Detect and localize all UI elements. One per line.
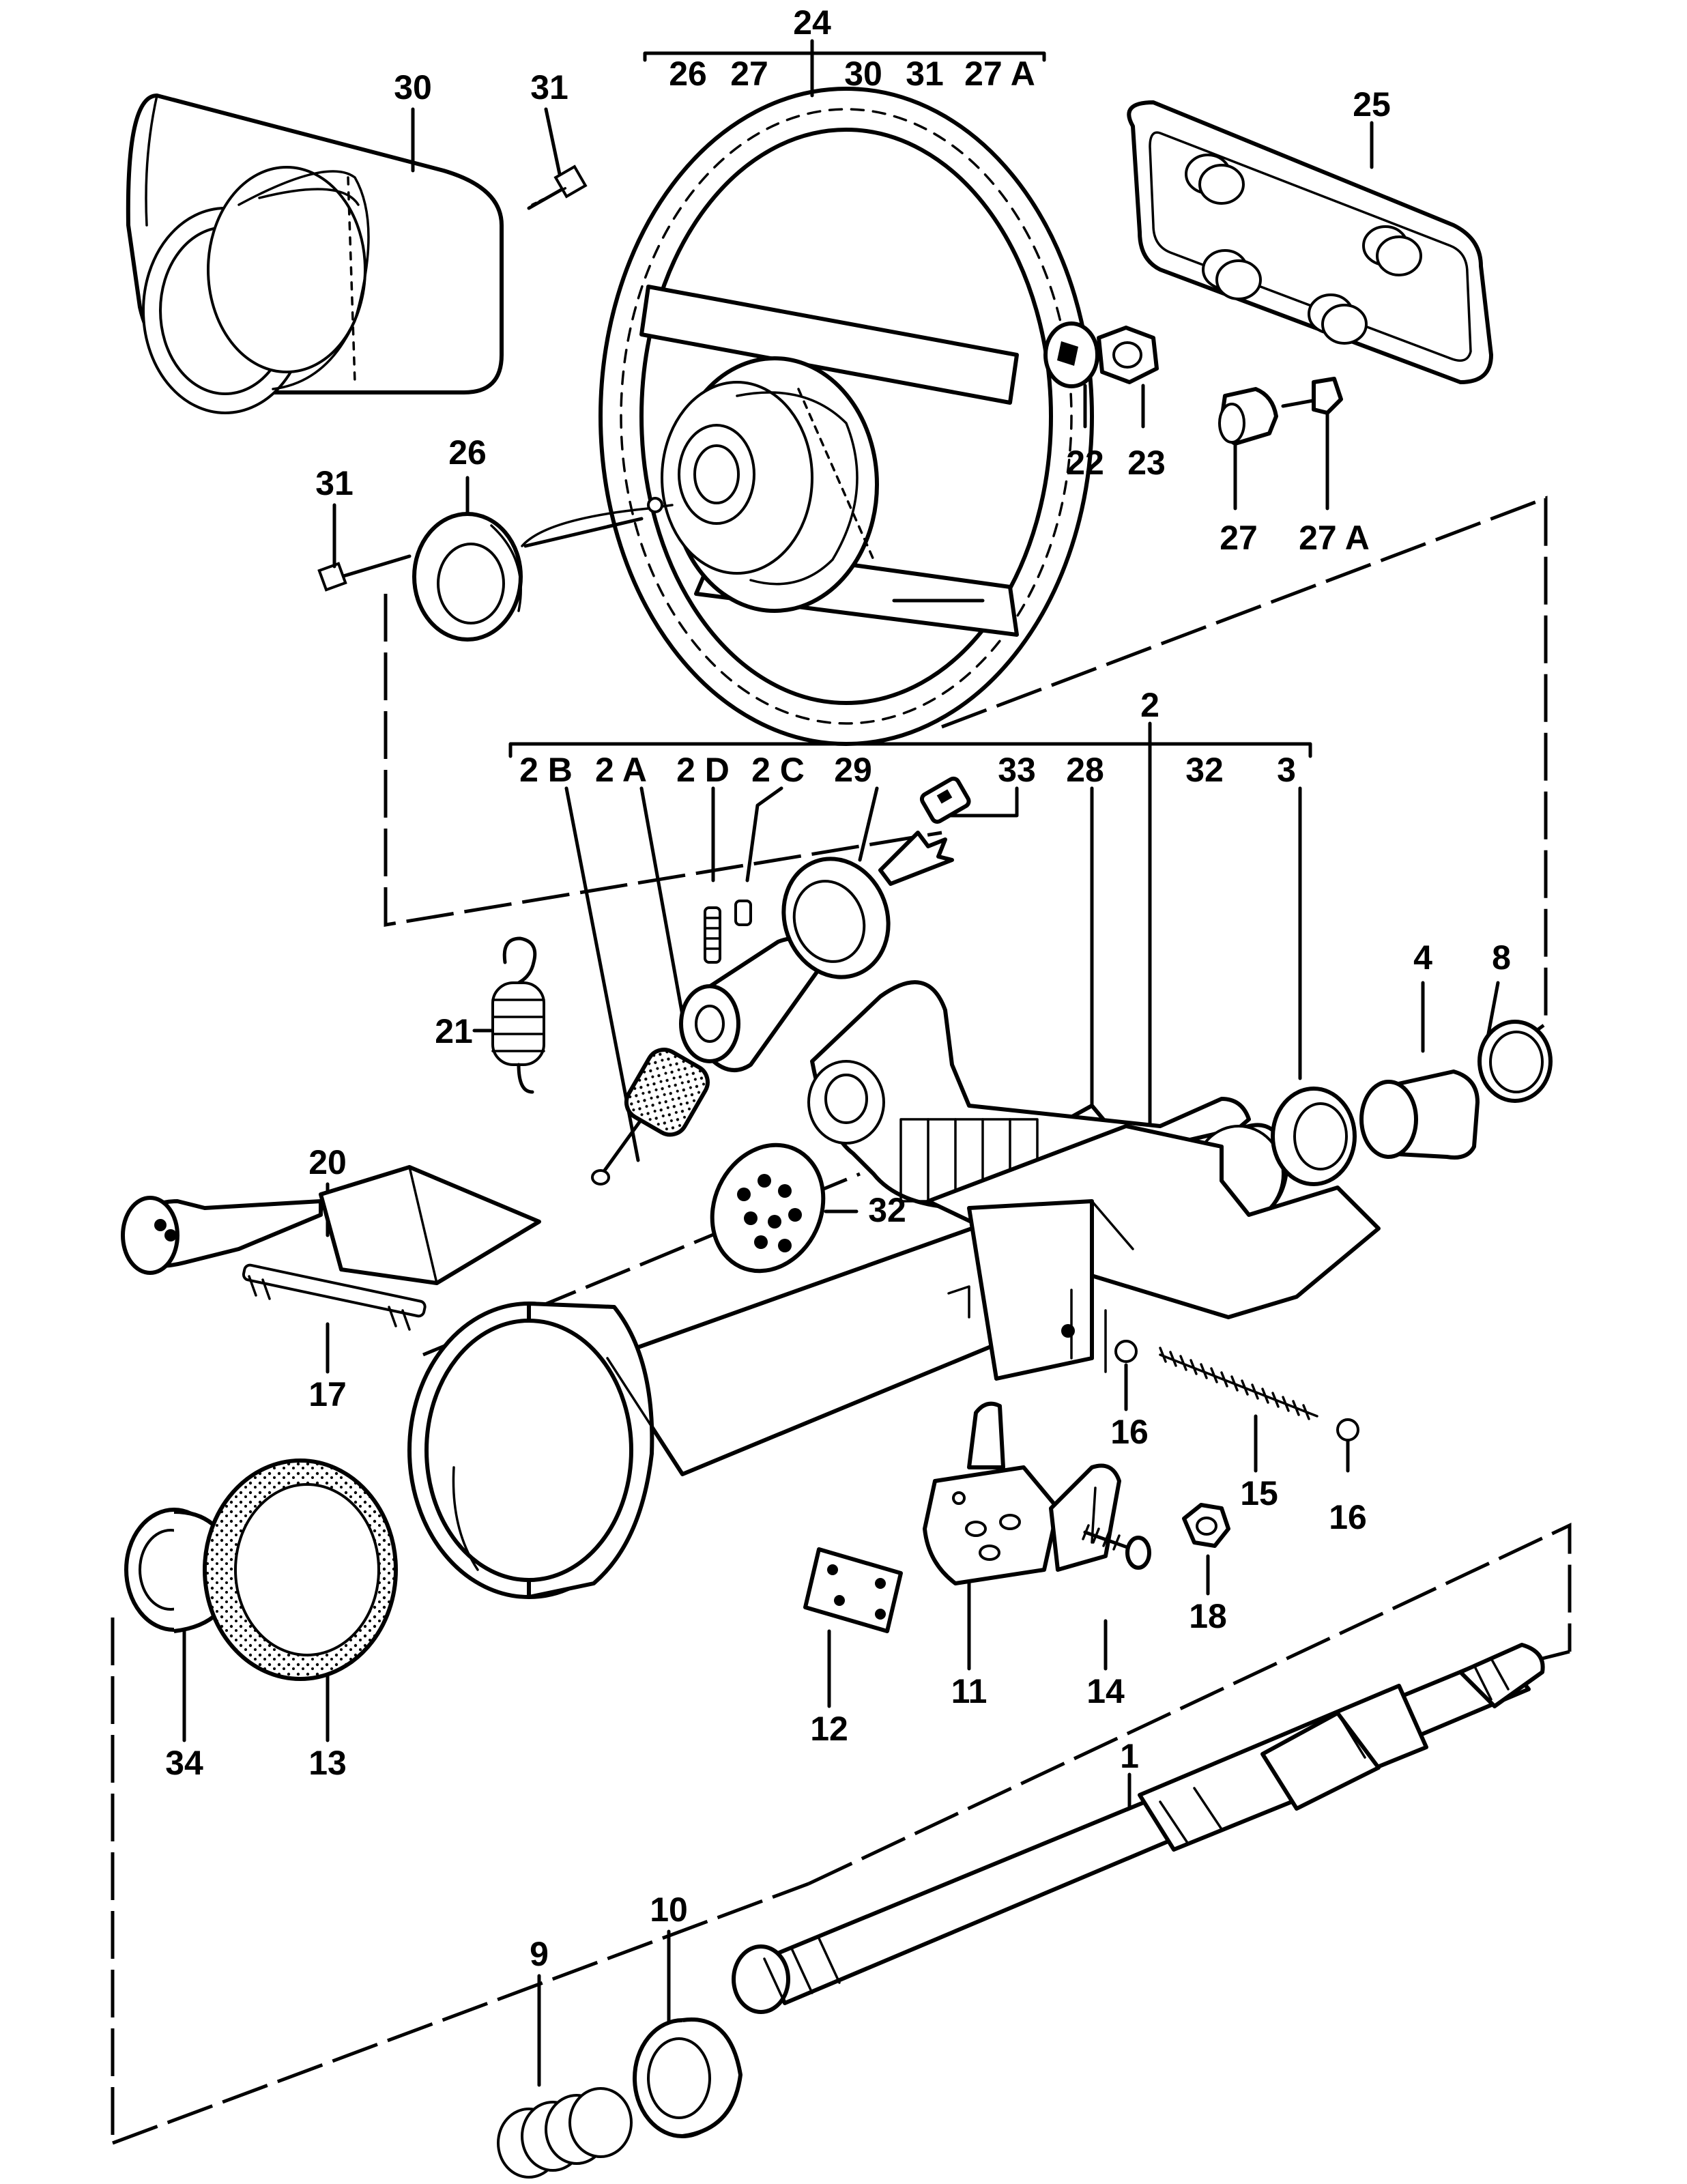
shaft-1: [732, 1643, 1545, 2014]
callout-1: 1: [1120, 1737, 1139, 1775]
callout-24-group-31: 31: [906, 55, 944, 93]
callout-28: 28: [1066, 751, 1104, 789]
callout-18: 18: [1189, 1597, 1227, 1635]
callout-24-group-27: 27: [730, 55, 768, 93]
leader-lines: [182, 107, 1500, 2087]
ball-16-right: [1336, 1418, 1359, 1441]
callout-2B: 2 B: [519, 751, 573, 789]
callout-8: 8: [1492, 938, 1511, 977]
callout-24: 24: [793, 3, 831, 42]
callout-32-top: 32: [1185, 751, 1224, 789]
spring-9: [497, 2087, 633, 2179]
callout-4: 4: [1413, 938, 1432, 977]
callout-13: 13: [308, 1744, 347, 1782]
group-bracket-2: [508, 721, 1312, 1155]
screw-31-lower: [317, 554, 412, 592]
nut-18: [1182, 1503, 1230, 1548]
callout-17: 17: [308, 1375, 347, 1413]
callout-31-top: 31: [530, 68, 568, 106]
callout-20: 20: [308, 1143, 347, 1181]
pin-2D: [704, 906, 721, 964]
callout-31-lower: 31: [315, 464, 354, 502]
pin-2C: [734, 900, 752, 926]
callout-12: 12: [810, 1710, 848, 1748]
switch-2B: [591, 1048, 710, 1186]
contact-ring-26: [412, 497, 674, 642]
plate-12: [803, 1547, 903, 1633]
callout-26: 26: [448, 433, 487, 472]
circlip-8: [1477, 1020, 1553, 1103]
washer-22: [1043, 321, 1099, 388]
group-bracket-24: [643, 39, 1046, 98]
bearing-3: [1271, 1087, 1357, 1186]
callout-27A: 27 A: [1299, 519, 1370, 557]
callout-25: 25: [1353, 85, 1391, 124]
dashed-reference-lines: [111, 495, 1572, 2145]
callout-9: 9: [530, 1935, 549, 1973]
callout-30: 30: [394, 68, 432, 106]
callout-21: 21: [435, 1012, 473, 1050]
callout-22: 22: [1066, 444, 1104, 482]
spring-coils: [1185, 154, 1422, 345]
sleeve-4: [1359, 1069, 1480, 1160]
key-33: [878, 776, 971, 886]
callout-16-left: 16: [1110, 1413, 1149, 1451]
callout-32: 32: [868, 1191, 906, 1229]
steering-wheel-24: [599, 87, 1094, 746]
seal-10: [633, 2017, 742, 2138]
ball-16-left: [1114, 1340, 1138, 1363]
rod-17: [242, 1263, 427, 1331]
callout-14: 14: [1086, 1672, 1125, 1710]
callout-2C: 2 C: [751, 751, 805, 789]
screw-27A: [1281, 377, 1343, 415]
nut-23: [1097, 326, 1159, 384]
horn-pad-30: [126, 94, 504, 414]
callout-34: 34: [165, 1744, 203, 1782]
callout-16-right: 16: [1329, 1498, 1367, 1536]
callout-23: 23: [1127, 444, 1166, 482]
spring-15: [1159, 1347, 1318, 1420]
callout-24-group-27A: 27 A: [964, 55, 1035, 93]
callout-2A: 2 A: [595, 751, 647, 789]
callout-3: 3: [1277, 751, 1296, 789]
lever-20: [121, 1165, 541, 1285]
callout-2: 2: [1140, 686, 1159, 724]
column-tube: [407, 1124, 1381, 1599]
callout-33: 33: [998, 751, 1036, 789]
screw-31-top: [527, 164, 588, 210]
callout-10: 10: [650, 1891, 688, 1929]
spring-21: [491, 936, 545, 1094]
callout-2D: 2 D: [676, 751, 730, 789]
screw-14: [1082, 1524, 1151, 1570]
seal-29: [781, 857, 891, 979]
callout-labels: 24 26 27 30 31 27 A 30 31 25 22 23 27 27…: [165, 3, 1511, 1973]
callout-11: 11: [951, 1672, 987, 1710]
callout-29: 29: [834, 751, 872, 789]
bushing-27: [1218, 387, 1278, 446]
bracket-11: [923, 1401, 1121, 1585]
lock-cylinder-2A: [679, 936, 821, 1072]
pad-frame-25: [1127, 100, 1493, 384]
callout-15: 15: [1240, 1474, 1278, 1512]
boot-13: [203, 1459, 398, 1681]
callout-24-group-26: 26: [669, 55, 707, 93]
callout-24-group-30: 30: [844, 55, 882, 93]
callout-27: 27: [1220, 519, 1258, 557]
ignition-switch-32: [710, 1143, 826, 1274]
